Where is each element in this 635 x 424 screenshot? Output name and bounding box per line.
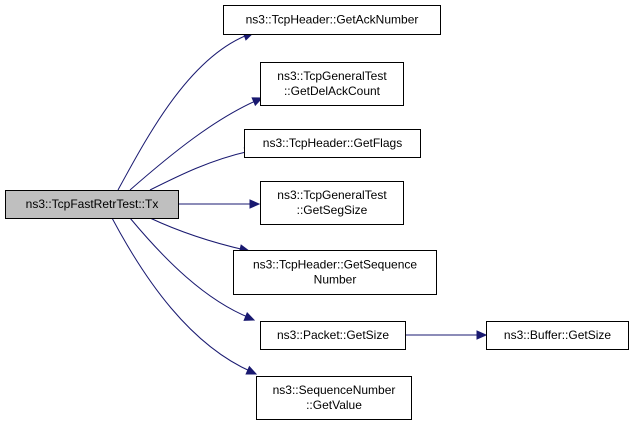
root-node[interactable]: ns3::TcpFastRetrTest::Tx <box>5 190 179 219</box>
node-label: ::GetSegSize <box>297 203 368 217</box>
edge-line <box>117 33 251 191</box>
node-label: Number <box>314 273 357 287</box>
node-box <box>223 5 441 35</box>
node-ack[interactable]: ns3::TcpHeader::GetAckNumber <box>223 5 441 35</box>
arrowhead-icon <box>476 330 488 340</box>
call-nodes: ns3::TcpFastRetrTest::Txns3::TcpHeader::… <box>5 5 629 420</box>
node-box <box>260 181 404 225</box>
edge-line <box>111 217 253 373</box>
edge-line <box>129 98 261 191</box>
node-label: ns3::TcpFastRetrTest::Tx <box>26 197 159 211</box>
node-box <box>233 250 437 295</box>
node-box <box>486 321 629 350</box>
node-seqval[interactable]: ns3::SequenceNumber::GetValue <box>256 376 412 420</box>
node-flags[interactable]: ns3::TcpHeader::GetFlags <box>244 129 421 158</box>
node-label: ns3::TcpGeneralTest <box>277 69 387 83</box>
arrowhead-icon <box>243 311 256 321</box>
node-segsize[interactable]: ns3::TcpGeneralTest::GetSegSize <box>260 181 404 225</box>
node-label: ::GetValue <box>306 398 362 412</box>
edge-root-to-seq <box>149 217 251 254</box>
node-box <box>244 129 421 158</box>
node-box <box>5 190 179 219</box>
edge-root-to-delack <box>129 97 264 191</box>
arrowhead-icon <box>249 199 261 209</box>
node-box <box>256 376 412 420</box>
arrowhead-icon <box>245 365 258 375</box>
node-box <box>260 62 404 106</box>
node-bufsize[interactable]: ns3::Buffer::GetSize <box>486 321 629 350</box>
node-label: ns3::SequenceNumber <box>273 383 396 397</box>
edge-root-to-seqval <box>111 217 258 375</box>
edge-line <box>149 217 246 251</box>
node-delack[interactable]: ns3::TcpGeneralTest::GetDelAckCount <box>260 62 404 106</box>
node-label: ns3::TcpGeneralTest <box>277 188 387 202</box>
node-label: ns3::TcpHeader::GetAckNumber <box>246 13 419 27</box>
edge-line <box>129 217 251 319</box>
edge-root-to-flags <box>149 147 256 191</box>
edge-pktsize-to-bufsize <box>405 330 488 340</box>
node-label: ::GetDelAckCount <box>284 84 381 98</box>
edge-root-to-pktsize <box>129 217 256 321</box>
edge-line <box>149 150 251 191</box>
node-box <box>260 321 406 350</box>
call-edges <box>111 31 488 375</box>
node-label: ns3::TcpHeader::GetSequence <box>253 258 417 272</box>
edge-root-to-ack <box>117 31 255 191</box>
arrowhead-icon <box>251 97 264 107</box>
node-label: ns3::TcpHeader::GetFlags <box>263 136 402 150</box>
edge-root-to-segsize <box>178 199 261 209</box>
node-label: ns3::Buffer::GetSize <box>504 328 611 342</box>
node-pktsize[interactable]: ns3::Packet::GetSize <box>260 321 406 350</box>
node-label: ns3::Packet::GetSize <box>277 328 389 342</box>
